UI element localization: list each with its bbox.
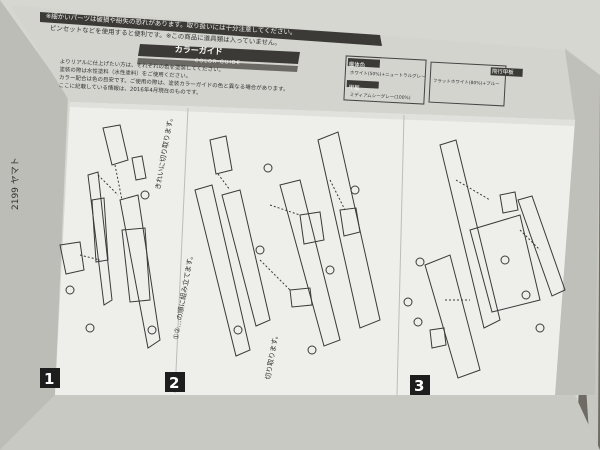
- step-2-drawing: [194, 131, 381, 357]
- color-box-3-label-bg: [346, 80, 379, 89]
- instruction-sheet: [55, 102, 575, 395]
- logo-text: 2199 ヤマト: [11, 157, 21, 210]
- step-1-drawing: [59, 124, 161, 349]
- step-2-number: 2: [169, 374, 179, 392]
- box-left-wall: [0, 0, 68, 450]
- step-divider-2: [396, 114, 405, 396]
- step-3-box: [410, 375, 430, 395]
- step-divider-1: [174, 107, 189, 394]
- step-3-drawing: [403, 139, 566, 379]
- side-label-3: 飛行甲板: [491, 68, 514, 77]
- side-label-1: 艦体色: [348, 61, 366, 69]
- sheet-top-shadow: [70, 102, 575, 126]
- color-box-2-label-bg: [490, 67, 523, 77]
- step-3-number: 3: [414, 377, 424, 395]
- color-guide-title: カラーガイド: [174, 44, 223, 57]
- box-right-wall: [555, 50, 600, 395]
- color-guide-banner: [138, 44, 300, 64]
- color-guide-subbanner: [137, 58, 298, 72]
- step-1-box: [40, 368, 60, 388]
- color-box-2: [428, 61, 507, 107]
- color-box-1: [343, 55, 427, 105]
- warning-band: [40, 12, 382, 46]
- side-label-2: 甲板: [348, 84, 360, 92]
- color-box-1-label-bg: [347, 58, 381, 68]
- step-1-number: 1: [44, 370, 54, 388]
- step-2-box: [165, 372, 185, 392]
- box-bottom-wall: [0, 395, 600, 450]
